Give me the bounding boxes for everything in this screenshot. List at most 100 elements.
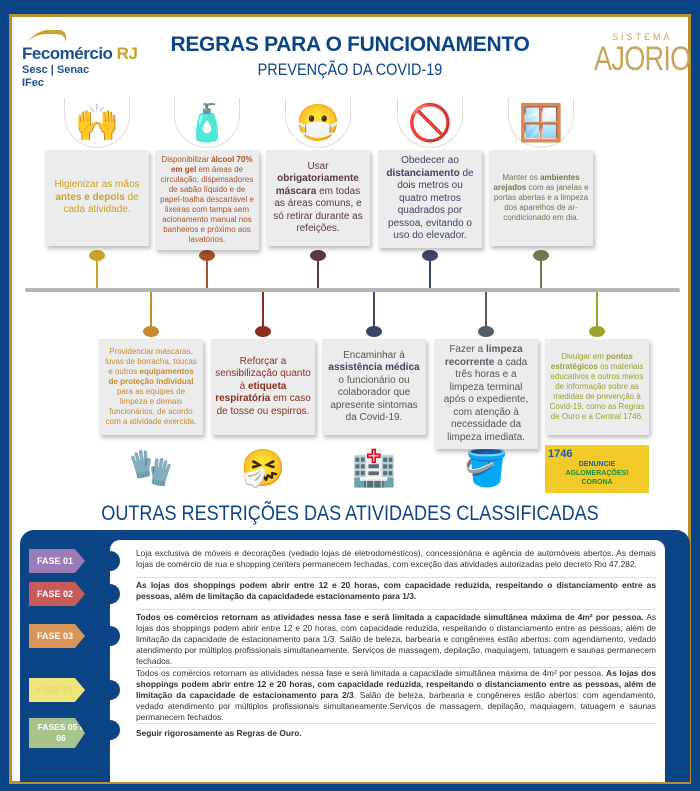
text: os materiais educativos e outros meios d…: [549, 362, 645, 421]
phase-description: Loja exclusiva de móveis e decorações (v…: [136, 548, 656, 578]
timeline-stem: [373, 292, 375, 328]
text: para as equipes de limpeza e demais func…: [105, 387, 197, 426]
logo-small-text: SISTEMA: [612, 32, 673, 42]
bold-text: pontos estratégicos: [550, 352, 633, 371]
hands-washing-icon: 🙌: [74, 102, 120, 143]
timeline-stem: [485, 292, 487, 328]
phase-tag: FASE 01: [29, 549, 85, 573]
bold-text: álcool 70% em gel: [170, 155, 253, 174]
top-rule-card: Disponibilizar álcool 70% em gel em área…: [155, 150, 259, 250]
phase-tag: FASE 02: [29, 582, 85, 606]
phase-description: As lojas dos shoppings podem abrir entre…: [136, 580, 656, 610]
text: Higienizar as mãos: [54, 179, 140, 191]
panel-notch: [100, 626, 120, 646]
open-window-icon: 🪟: [518, 102, 564, 143]
phase-tag: FASES 05 e 06: [29, 718, 85, 748]
panel-notch: [100, 680, 120, 700]
timeline-dot: [255, 326, 271, 337]
text: de dois metros ou quatro metros quadrado…: [388, 167, 474, 242]
bottom-rule-card: Fazer a limpeza recorrente a cada três h…: [434, 339, 538, 449]
phase-label: FASE 03: [37, 631, 74, 641]
timeline-dot: [478, 326, 494, 337]
top-rule-card: Obedecer ao distanciamento de dois metro…: [378, 150, 482, 248]
text: As lojas dos shoppings podem abrir entre…: [136, 612, 657, 666]
text: Reforçar a sensibilização quanto à: [215, 355, 311, 392]
timeline-stem: [206, 260, 208, 288]
text: Obedecer ao: [401, 155, 459, 166]
no-handshake-icon: 🚫: [407, 102, 453, 143]
bold-text: antes e depois: [55, 191, 125, 203]
timeline-dot: [533, 250, 549, 261]
timeline-dot: [199, 250, 215, 261]
bold-text: equipamentos de proteção individual: [108, 367, 194, 386]
bottom-rule-card: Reforçar a sensibilização quanto à etiqu…: [211, 339, 315, 435]
panel-notch: [100, 584, 120, 604]
bold-text: assistência médica: [328, 362, 420, 373]
swoosh-icon: [25, 30, 73, 44]
bold-text: Todos os comércios retornam as atividade…: [136, 612, 644, 622]
logo-line2: Sesc | Senac: [22, 64, 90, 76]
text: Usar: [307, 160, 329, 172]
timeline-dot: [89, 250, 105, 261]
timeline-line: [25, 288, 680, 292]
section-title: OUTRAS RESTRIÇÕES DAS ATIVIDADES CLASSIF…: [101, 502, 599, 525]
bold-text: distanciamento: [386, 167, 460, 179]
bold-text: Seguir rigorosamente as Regras de Ouro.: [136, 728, 302, 738]
panel-notch: [100, 720, 120, 740]
text: com as janelas e portas abertas e a limp…: [493, 183, 589, 222]
phase-description: Todos os comércios retornam as atividade…: [136, 612, 656, 668]
text: Encaminhar à: [343, 349, 405, 361]
timeline-stem: [317, 260, 319, 288]
text: Todos os comércios retornam as atividade…: [136, 668, 607, 678]
phase-description: Seguir rigorosamente as Regras de Ouro.: [136, 720, 656, 742]
face-mask-icon: 😷: [295, 102, 341, 143]
top-rule-card: Higienizar as mãos antes e depois de cad…: [45, 150, 149, 246]
bold-text: ambientes arejados: [493, 173, 580, 192]
timeline-stem: [150, 292, 152, 328]
banner-footer: CORONA: [581, 479, 613, 486]
rubber-gloves-icon: 🧤: [128, 447, 174, 488]
text: Providenciar máscaras, luvas de borracha…: [105, 347, 197, 376]
bottom-rule-card: Encaminhar à assistência médica o funcio…: [322, 339, 426, 435]
text: em caso de tosse ou espirros.: [216, 393, 311, 417]
timeline-stem: [262, 292, 264, 328]
timeline-dot: [422, 250, 438, 261]
page-subtitle: PREVENÇÃO DA COVID-19: [257, 60, 443, 79]
timeline-dot: [310, 250, 326, 261]
alcohol-gel-bottle-icon: 🧴: [184, 102, 230, 143]
text: . Salão de beleza, barbearia e congênere…: [136, 690, 656, 722]
ajorio-logo: SISTEMA AJORIO: [582, 32, 700, 76]
logo-suffix: RJ: [116, 44, 138, 63]
mop-bucket-icon: 🪣: [463, 447, 509, 488]
bold-text: As lojas dos shoppings podem abrir entre…: [136, 668, 656, 700]
text: Divulgar em: [561, 352, 607, 361]
logo-name: Fecomércio: [22, 44, 113, 63]
bold-text: obrigatoriamente máscara: [275, 173, 359, 197]
text: em todas as áreas comuns, e só retirar d…: [273, 185, 363, 235]
logo-line3: IFec: [22, 77, 45, 89]
text: o funcionário ou colaborador que apresen…: [330, 374, 418, 424]
text: Disponibilizar: [161, 155, 212, 164]
phase-label: FASE 04: [37, 685, 74, 695]
text: a cada três horas e a limpeza terminal a…: [443, 356, 529, 443]
panel-notch: [100, 551, 120, 571]
hospital-icon: 🏥: [351, 447, 397, 488]
text: Fazer a: [449, 344, 486, 355]
text: Loja exclusiva de móveis e decorações (v…: [136, 548, 656, 569]
phase-label: FASE 02: [37, 589, 74, 599]
logo-big-text: AJORIO: [594, 40, 691, 78]
restrictions-content: [110, 540, 665, 782]
phase-tag: FASE 03: [29, 624, 85, 648]
timeline-stem: [429, 260, 431, 288]
phase-description: Todos os comércios retornam as atividade…: [136, 668, 656, 724]
banner-number: 1746: [548, 448, 573, 460]
top-rule-card: Usar obrigatoriamente máscara em todas a…: [266, 150, 370, 246]
page-title: REGRAS PARA O FUNCIONAMENTO: [170, 33, 530, 56]
fecomercio-logo: Fecomércio RJ Sesc | Senac IFec: [22, 30, 138, 90]
text: de cada atividade.: [63, 191, 139, 216]
banner-line1: DENUNCIE: [578, 461, 616, 468]
top-rule-card: Manter os ambientes arejados com as jane…: [489, 150, 593, 246]
phase-label: FASE 01: [37, 556, 74, 566]
campaign-banner: 1746 DENUNCIE AGLOMERAÇÕES! CORONA: [545, 445, 649, 493]
phase-label: FASES 05 e 06: [37, 722, 85, 743]
